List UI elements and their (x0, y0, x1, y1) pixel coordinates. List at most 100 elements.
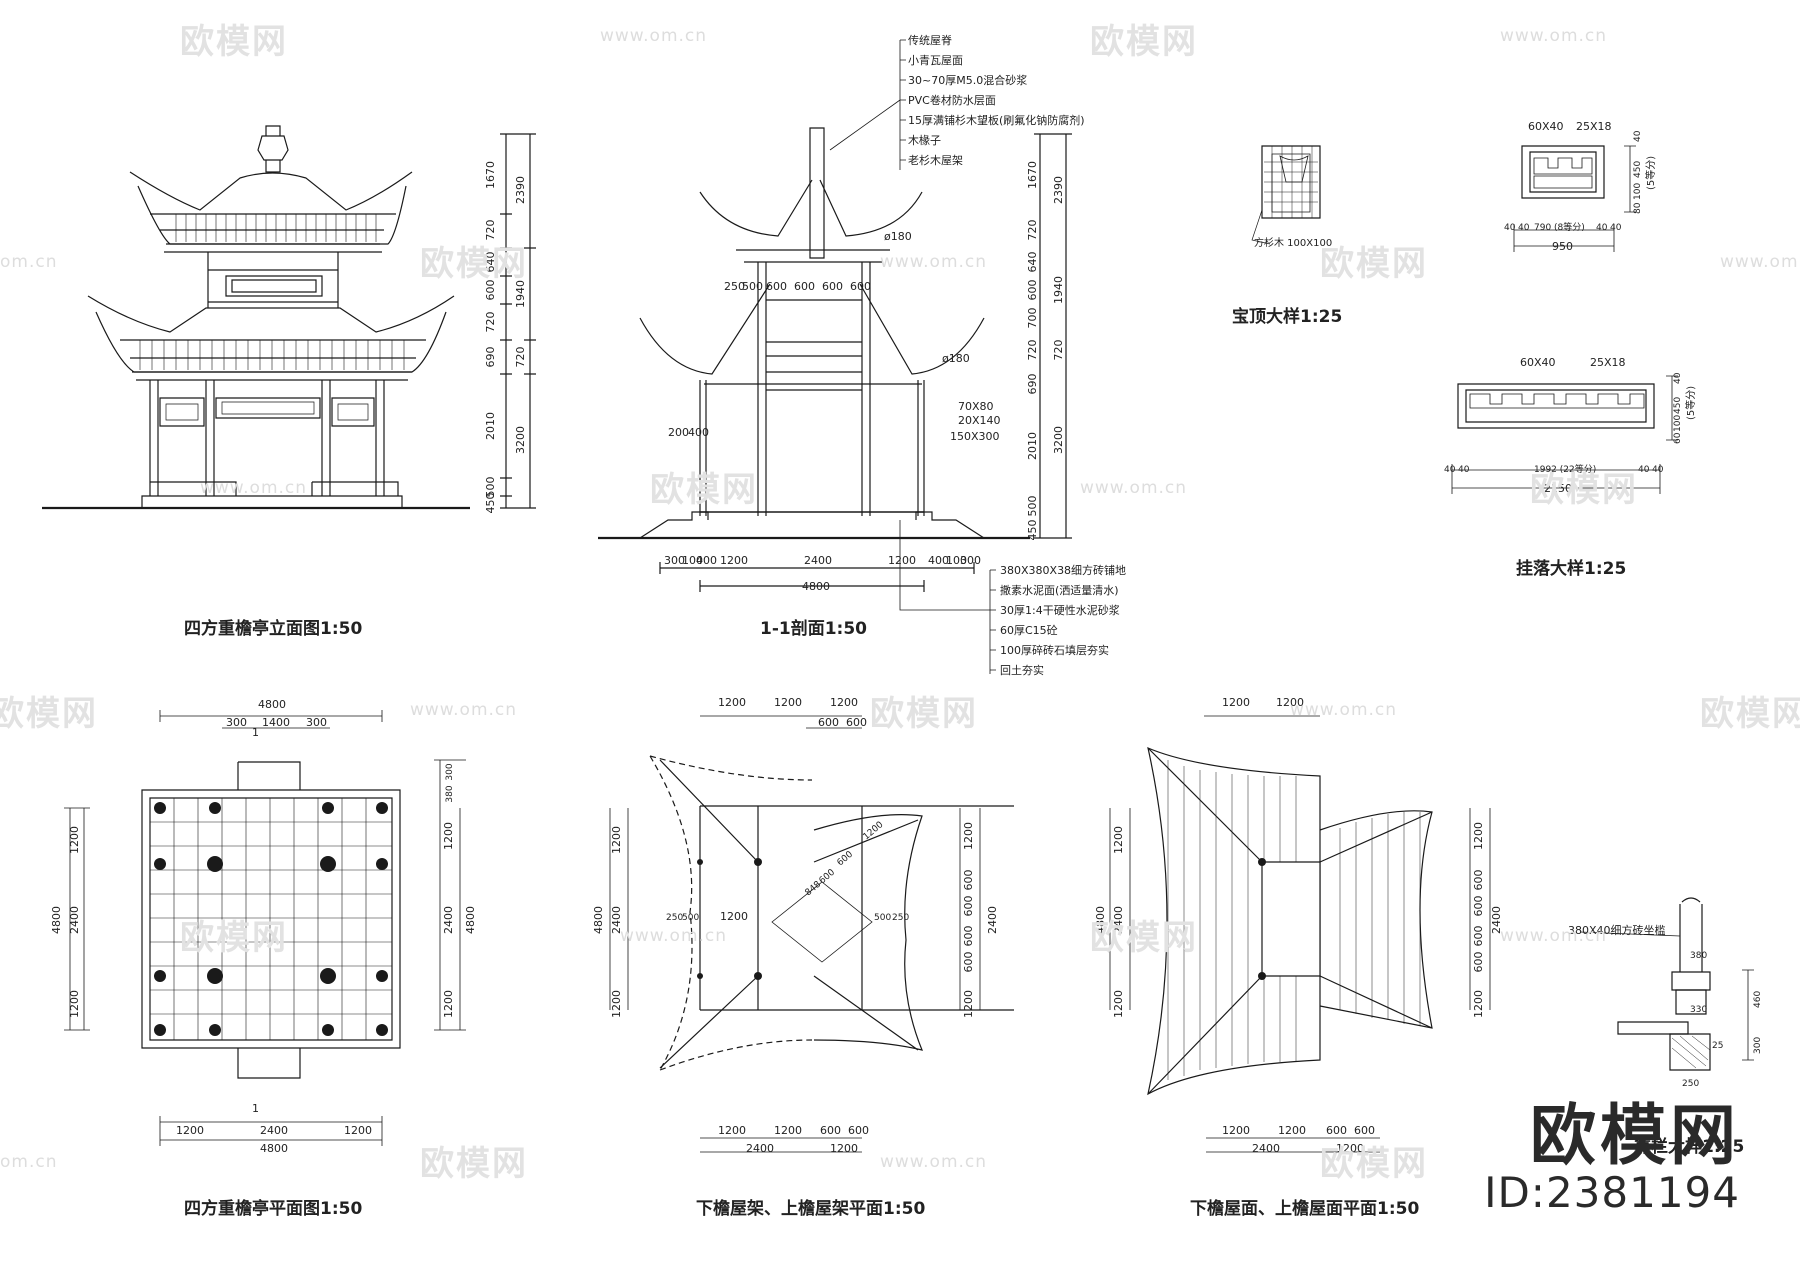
section-roof-note: 传统屋脊 (908, 33, 952, 47)
plan-right-dim: 1200 (442, 822, 455, 850)
hanging-small-dim: 40 (1504, 223, 1516, 233)
pavilion-section (598, 39, 1072, 674)
section-col-dim: 200 (668, 426, 689, 439)
frame-right-dim: 600 (962, 870, 975, 891)
section-bottom-dim: 1200 (720, 554, 748, 567)
frame-bottom-dim: 600 (820, 1124, 841, 1137)
roof-bottom-dim: 1200 (1222, 1124, 1250, 1137)
plan-total: 4800 (260, 1142, 288, 1155)
section-roof-note: 30~70厚M5.0混合砂浆 (908, 73, 1027, 87)
frame-left-dim: 1200 (610, 990, 623, 1018)
frame-right-dim: 1200 (962, 990, 975, 1018)
hanging-large-total: 2150 (1544, 482, 1572, 495)
caption-finial: 宝顶大样1:25 (1232, 307, 1343, 327)
section-bottom-dim: 1200 (888, 554, 916, 567)
elev-dim-inner-4: 600 (484, 280, 497, 301)
watermark-logo: 欧模网 (870, 694, 978, 734)
hanging-large-dim: 40 (1444, 465, 1456, 475)
frame-top-dim: 1200 (774, 696, 802, 709)
elev-dim-outer-4: 3200 (514, 426, 527, 454)
roof-bottom-dim: 600 (1354, 1124, 1375, 1137)
frame-right-dim: 600 (962, 952, 975, 973)
roof-bottom-dim: 600 (1326, 1124, 1347, 1137)
roof-left-dim: 1200 (1112, 826, 1125, 854)
hanging-detail-large (1451, 375, 1678, 494)
railing-dim: 300 (1753, 1037, 1763, 1054)
railing-detail (1579, 897, 1754, 1071)
section-member-label: 20X140 (958, 414, 1001, 427)
section-bottom-dim: 300 (960, 554, 981, 567)
section-dim-inner: 640 (1026, 252, 1039, 273)
hanging-small-right: 100 (1633, 183, 1643, 200)
watermark-url: www.om.cn (880, 252, 988, 272)
watermark-url: www.om.cn (1290, 700, 1398, 720)
plan-right-dim: 2400 (442, 906, 455, 934)
frame-top-dim: 1200 (718, 696, 746, 709)
plan-left-dim: 1200 (68, 990, 81, 1018)
frame-right-dim: 600 (962, 896, 975, 917)
elev-dim-outer-1: 2390 (514, 176, 527, 204)
watermark-logo: 欧模网 (1530, 470, 1638, 510)
section-member-label: ø180 (884, 230, 912, 243)
frame-bottom-dim: 1200 (774, 1124, 802, 1137)
watermark-logo: 欧模网 (1320, 1144, 1428, 1184)
frame-diag-dim: 1200 (862, 820, 886, 843)
elev-dim-inner-3: 640 (484, 252, 497, 273)
railing-dim: 380 (1690, 951, 1707, 961)
frame-left-dim: 1200 (610, 826, 623, 854)
plan-left-total: 4800 (50, 906, 63, 934)
section-dim-outer: 2390 (1052, 176, 1065, 204)
hanging-large-right: 60 (1673, 432, 1683, 444)
plan-right-total: 4800 (464, 906, 477, 934)
watermark-logo: 欧模网 (1090, 22, 1198, 62)
railing-note: 380X40细方砖坐槛 (1568, 923, 1666, 937)
caption-plan: 四方重檐亭平面图1:50 (184, 1199, 363, 1219)
elev-dim-inner-6: 690 (484, 347, 497, 368)
roof-surface-plan (1109, 715, 1491, 1153)
section-dim-inner: 450 (1026, 520, 1039, 541)
elev-dim-inner-7: 2010 (484, 412, 497, 440)
hanging-large-right: (5等分) (1684, 386, 1697, 420)
hanging-small-right: 450 (1633, 161, 1643, 178)
frame-diag-dim: 600 (818, 867, 838, 886)
roof-left-total: 4800 (1094, 906, 1107, 934)
roof-right-dim: 1200 (1472, 822, 1485, 850)
section-roof-note: PVC卷材防水层面 (908, 93, 996, 107)
frame-mid-dim: 500 (874, 913, 891, 923)
section-bottom-dim: 2400 (804, 554, 832, 567)
roof-top-dim: 1200 (1276, 696, 1304, 709)
roof-bottom-total: 2400 (1252, 1142, 1280, 1155)
plan-bottom-dim: 2400 (260, 1124, 288, 1137)
frame-top-dim: 600 (818, 716, 839, 729)
caption-elevation: 四方重檐亭立面图1:50 (184, 619, 363, 639)
frame-mid-dim: 1200 (720, 910, 748, 923)
section-floor-note: 100厚碎砖石填层夯实 (1000, 643, 1109, 657)
hanging-large-dim: 40 (1638, 465, 1650, 475)
section-eave-dim: 600 (766, 280, 787, 293)
caption-roof-plan: 下檐屋面、上檐屋面平面1:50 (1190, 1199, 1420, 1219)
section-floor-note: 撒素水泥面(洒适量清水) (1000, 583, 1119, 597)
roof-right-dim: 600 (1472, 870, 1485, 891)
elev-dim-inner-2: 720 (484, 220, 497, 241)
watermark-url: www.om.cn (620, 926, 728, 946)
roof-left-dim: 2400 (1112, 906, 1125, 934)
frame-top-dim: 1200 (830, 696, 858, 709)
elev-dim-outer-2: 1940 (514, 280, 527, 308)
roof-top-dim: 1200 (1222, 696, 1250, 709)
elev-dim-inner-8: 500 (484, 477, 497, 498)
watermark-logo: 欧模网 (180, 22, 288, 62)
watermark-url: www.om.cn (1500, 926, 1608, 946)
section-dim-inner: 700 (1026, 308, 1039, 329)
roof-frame-plan (609, 715, 1014, 1153)
hanging-large-dim: 40 (1458, 465, 1470, 475)
finial-note: 方杉木 100X100 (1254, 236, 1332, 249)
caption-hanging: 挂落大样1:25 (1516, 559, 1627, 579)
watermark-logo: 欧模网 (1320, 244, 1428, 284)
frame-mid-dim: 250 (666, 913, 683, 923)
watermark-logo: 欧模网 (1090, 918, 1198, 958)
section-roof-note: 15厚满铺杉木望板(刷氟化钠防腐剂) (908, 113, 1085, 127)
hanging-large-right: 100 (1673, 415, 1683, 432)
railing-dim: 250 (1682, 1079, 1699, 1089)
plan-left-dim: 2400 (68, 906, 81, 934)
